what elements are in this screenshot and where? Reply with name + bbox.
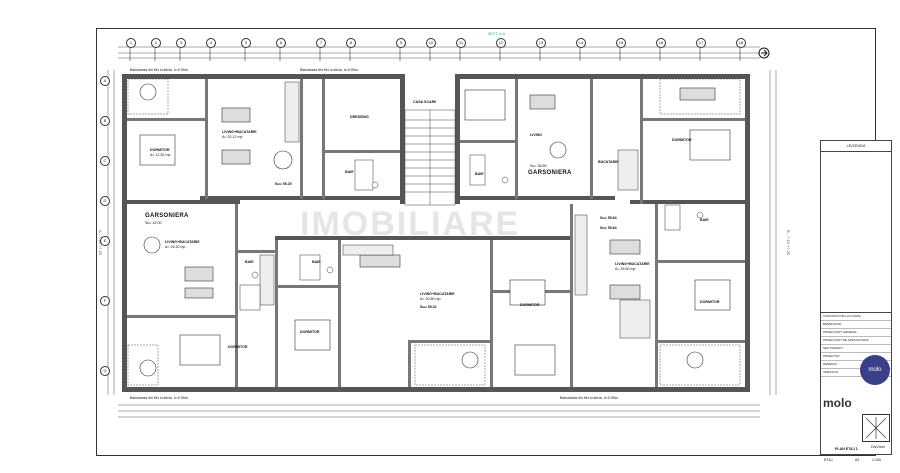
grid-axis-marker: G bbox=[100, 366, 110, 376]
room-label: BAIE bbox=[345, 170, 354, 174]
grid-axis-marker: 8 bbox=[346, 38, 356, 48]
room-label: BUCATARIE bbox=[598, 160, 619, 164]
room-label: DORMITOR bbox=[520, 303, 540, 307]
balcony-note: Balustrada din fier si sticla, h=0.95m bbox=[300, 68, 358, 72]
room-area: A= 32.12 mp bbox=[222, 135, 243, 139]
room-label: LIVING+BUCATARIE bbox=[420, 292, 455, 296]
grid-axis-marker: C bbox=[100, 156, 110, 166]
room-label: LIVING+BUCATARIE bbox=[165, 240, 200, 244]
grid-axis-marker: A bbox=[100, 76, 110, 86]
section-ref: SECT. A-A bbox=[488, 32, 505, 36]
grid-axis-marker: 17 bbox=[696, 38, 706, 48]
unit-area: Su= 55.32 bbox=[420, 305, 437, 309]
title-row: CONSTRUCTIE LOCUINTE bbox=[821, 313, 891, 321]
footer-cell: A2 bbox=[855, 458, 860, 462]
title-row: PROIECTAT bbox=[821, 353, 891, 361]
balcony-note: Balustrada din fier si sticla, h=0.95m bbox=[130, 68, 188, 72]
grid-axis-marker: 13 bbox=[536, 38, 546, 48]
footer-cell: 1:100 bbox=[872, 458, 881, 462]
room-label: CASA SCARII bbox=[413, 100, 437, 104]
title-block-header: LEGENDA bbox=[821, 141, 891, 152]
north-arrow-icon bbox=[758, 46, 770, 59]
grid-axis-marker: 14 bbox=[576, 38, 586, 48]
grid-axis-marker: 3 bbox=[176, 38, 186, 48]
room-label: DRESSING bbox=[350, 115, 369, 119]
room-label: DORMITOR bbox=[672, 138, 692, 142]
grid-axis-marker: 10 bbox=[426, 38, 436, 48]
footer-cell: ETAJ bbox=[824, 458, 833, 462]
room-label: DORMITOR bbox=[228, 345, 248, 349]
title-row: VERIFICAT bbox=[821, 369, 891, 377]
right-level-label: B - 7.10 +7.20 bbox=[786, 230, 791, 256]
room-area: A= 26.30 mp bbox=[165, 245, 186, 249]
grid-axis-marker: 4 bbox=[206, 38, 216, 48]
grid-axis-marker: 9 bbox=[396, 38, 406, 48]
room-area: A= 12.52 mp bbox=[150, 153, 171, 157]
grid-axis-marker: D bbox=[100, 196, 110, 206]
room-label: LIVING bbox=[530, 133, 542, 137]
room-label: DORMITOR bbox=[300, 330, 320, 334]
grid-axis-marker: 15 bbox=[616, 38, 626, 48]
unit-area: Su= 36.55 bbox=[530, 164, 547, 168]
room-label: LIVING+BUCATARIE bbox=[615, 262, 650, 266]
unit-area: Su= 55.84 bbox=[600, 216, 617, 220]
room-label: LIVING+BUCATARIE bbox=[222, 130, 257, 134]
title-row: PROIECTANT DE SPECIALITATE bbox=[821, 337, 891, 345]
unit-area: Su= 55.25 bbox=[275, 182, 292, 186]
unit-area: Su= 55.84 bbox=[600, 226, 617, 230]
unit-area: Su= 42.00 bbox=[145, 221, 162, 225]
title-row: DESENAT bbox=[821, 361, 891, 369]
grid-axis-marker: 7 bbox=[316, 38, 326, 48]
davinci-logo: DaVinci bbox=[862, 414, 890, 449]
grid-axis-marker: 1 bbox=[126, 38, 136, 48]
grid-axis-marker: 12 bbox=[496, 38, 506, 48]
grid-axis-marker: 16 bbox=[656, 38, 666, 48]
grid-axis-marker: 6 bbox=[276, 38, 286, 48]
room-area: A= 30.80 mp bbox=[420, 297, 441, 301]
stamp-seal: molo bbox=[860, 355, 890, 385]
logo-caption: DaVinci bbox=[871, 444, 885, 449]
company-logo: molo bbox=[823, 396, 852, 410]
title-row: PROIECTANT GENERAL bbox=[821, 329, 891, 337]
room-label: BAIE bbox=[700, 218, 709, 222]
grid-axis-marker: B bbox=[100, 116, 110, 126]
room-label: DORMITOR bbox=[700, 300, 720, 304]
unit-title: GARSONIERA bbox=[528, 170, 572, 176]
grid-axis-marker: 18 bbox=[736, 38, 746, 48]
watermark: IMOBILIARE bbox=[300, 205, 521, 243]
room-label: BAIE bbox=[312, 260, 321, 264]
title-row: BENEFICIAR bbox=[821, 321, 891, 329]
balcony-note: Balustrada din fier si sticla, h=0.95m bbox=[130, 396, 188, 400]
grid-axis-marker: E bbox=[100, 236, 110, 246]
room-label: DORMITOR bbox=[150, 148, 170, 152]
room-area: A= 28.50 mp bbox=[615, 267, 636, 271]
grid-axis-marker: 11 bbox=[456, 38, 466, 48]
grid-axis-marker: F bbox=[100, 296, 110, 306]
grid-axis-marker: 5 bbox=[241, 38, 251, 48]
title-row: SEF PROIECT bbox=[821, 345, 891, 353]
room-label: BAIE bbox=[245, 260, 254, 264]
grid-axis-marker: 2 bbox=[151, 38, 161, 48]
plan-label: PLAN ETAJ 1 bbox=[835, 447, 858, 451]
room-label: BAIE bbox=[475, 172, 484, 176]
unit-title: GARSONIERA bbox=[145, 213, 189, 219]
balcony-note: Balustrada din fier si sticla, h=0.95m bbox=[560, 396, 618, 400]
title-block: LEGENDA CONSTRUCTIE LOCUINTE BENEFICIAR … bbox=[820, 140, 892, 455]
